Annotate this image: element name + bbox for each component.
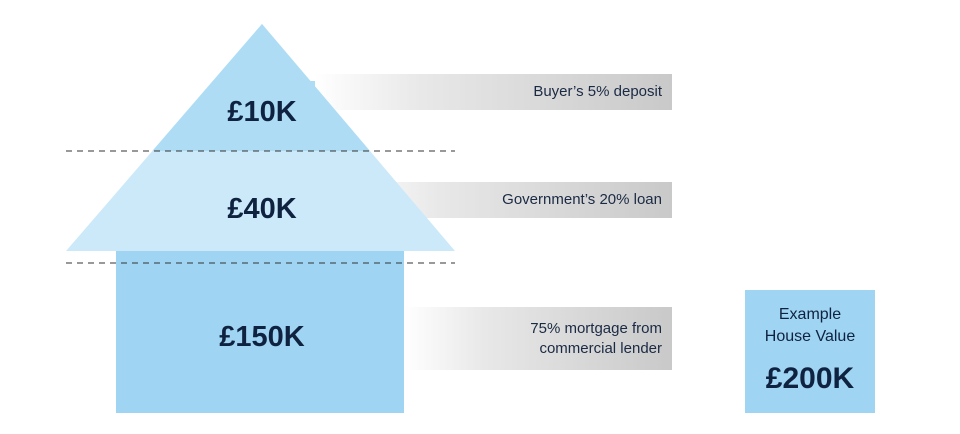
deposit-label: Buyer’s 5% deposit [533, 83, 662, 100]
loan-amount: £40K [227, 193, 297, 225]
label-bar-mortgage: 75% mortgage from commercial lender [404, 307, 672, 370]
mortgage-label: 75% mortgage from commercial lender [530, 319, 662, 357]
example-value-label: Example House Value [764, 306, 856, 345]
label-bar-deposit: Buyer’s 5% deposit [315, 74, 672, 110]
example-value-box: Example House Value £200K [745, 290, 875, 413]
example-value-amount: £200K [765, 362, 855, 395]
loan-label: Government’s 20% loan [502, 191, 662, 208]
house-body [116, 251, 404, 413]
mortgage-amount: £150K [219, 321, 305, 353]
deposit-amount: £10K [227, 96, 297, 128]
chimney [285, 81, 315, 151]
roof-top [152, 24, 370, 151]
house-shape [66, 24, 455, 413]
